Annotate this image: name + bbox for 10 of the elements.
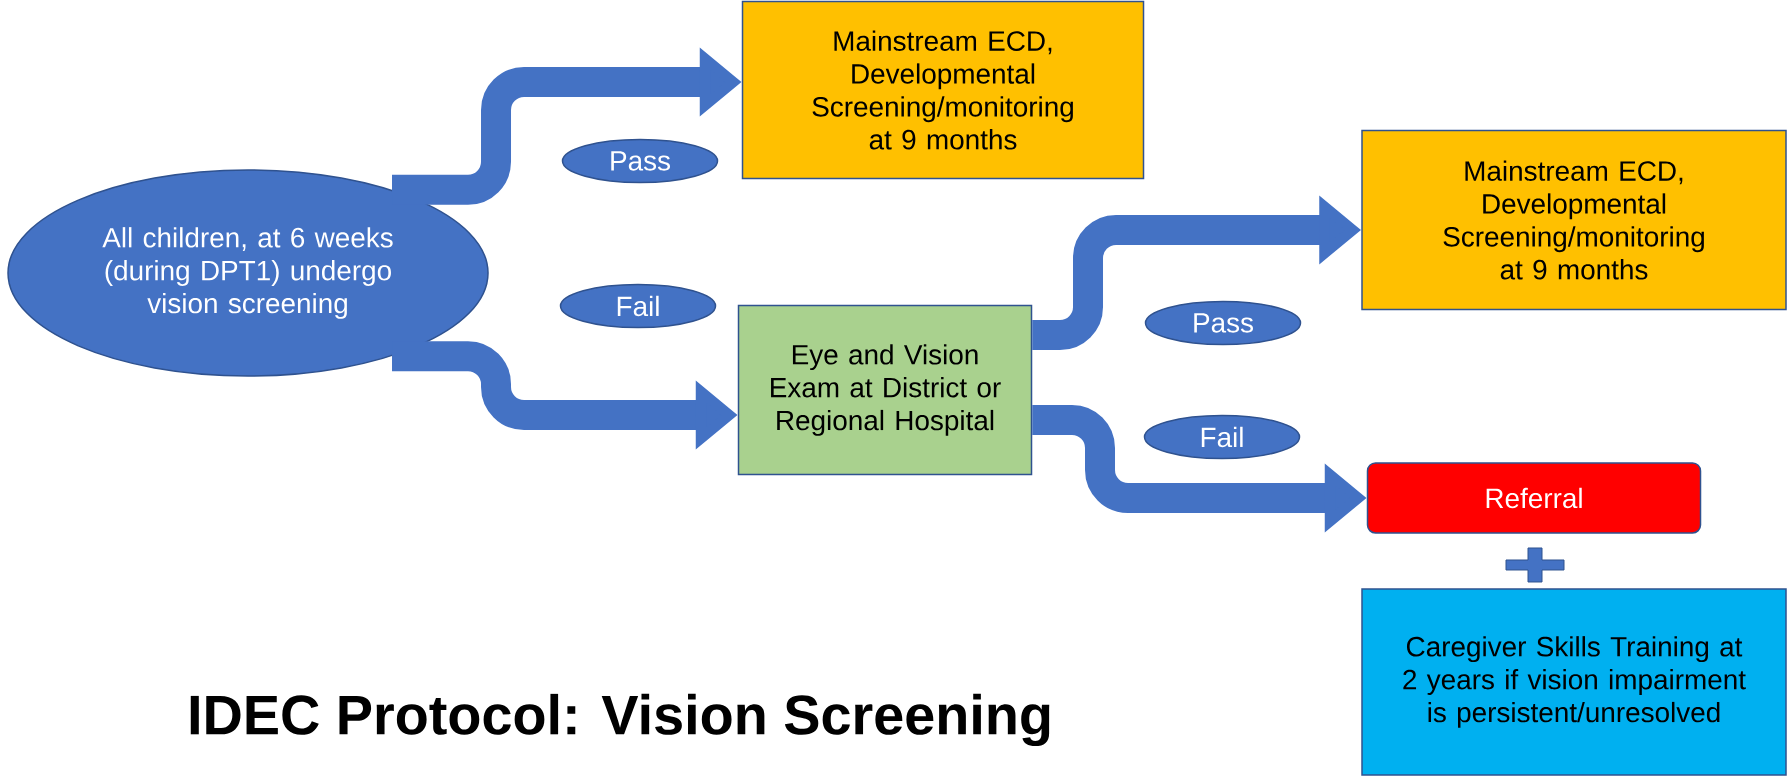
- edge-label: Pass: [1144, 300, 1302, 346]
- outcome-box: Mainstream ECD, Developmental Screening/monitoring at 9 months: [1361, 129, 1787, 311]
- outcome-box: Mainstream ECD, Developmental Screening/monitoring at 9 months: [741, 0, 1145, 180]
- exam-box: Eye and Vision Exam at District or Regional Hospital: [737, 304, 1033, 476]
- edge-label: Pass: [561, 138, 719, 184]
- training-box: Caregiver Skills Training at 2 years if vision impairment is persistent/unresolved: [1361, 588, 1787, 776]
- edge-label: Fail: [1143, 414, 1301, 460]
- title: IDEC Protocol: Vision Screening: [190, 693, 1050, 747]
- edge-label: Fail: [559, 283, 717, 329]
- referral-box: Referral: [1366, 462, 1702, 534]
